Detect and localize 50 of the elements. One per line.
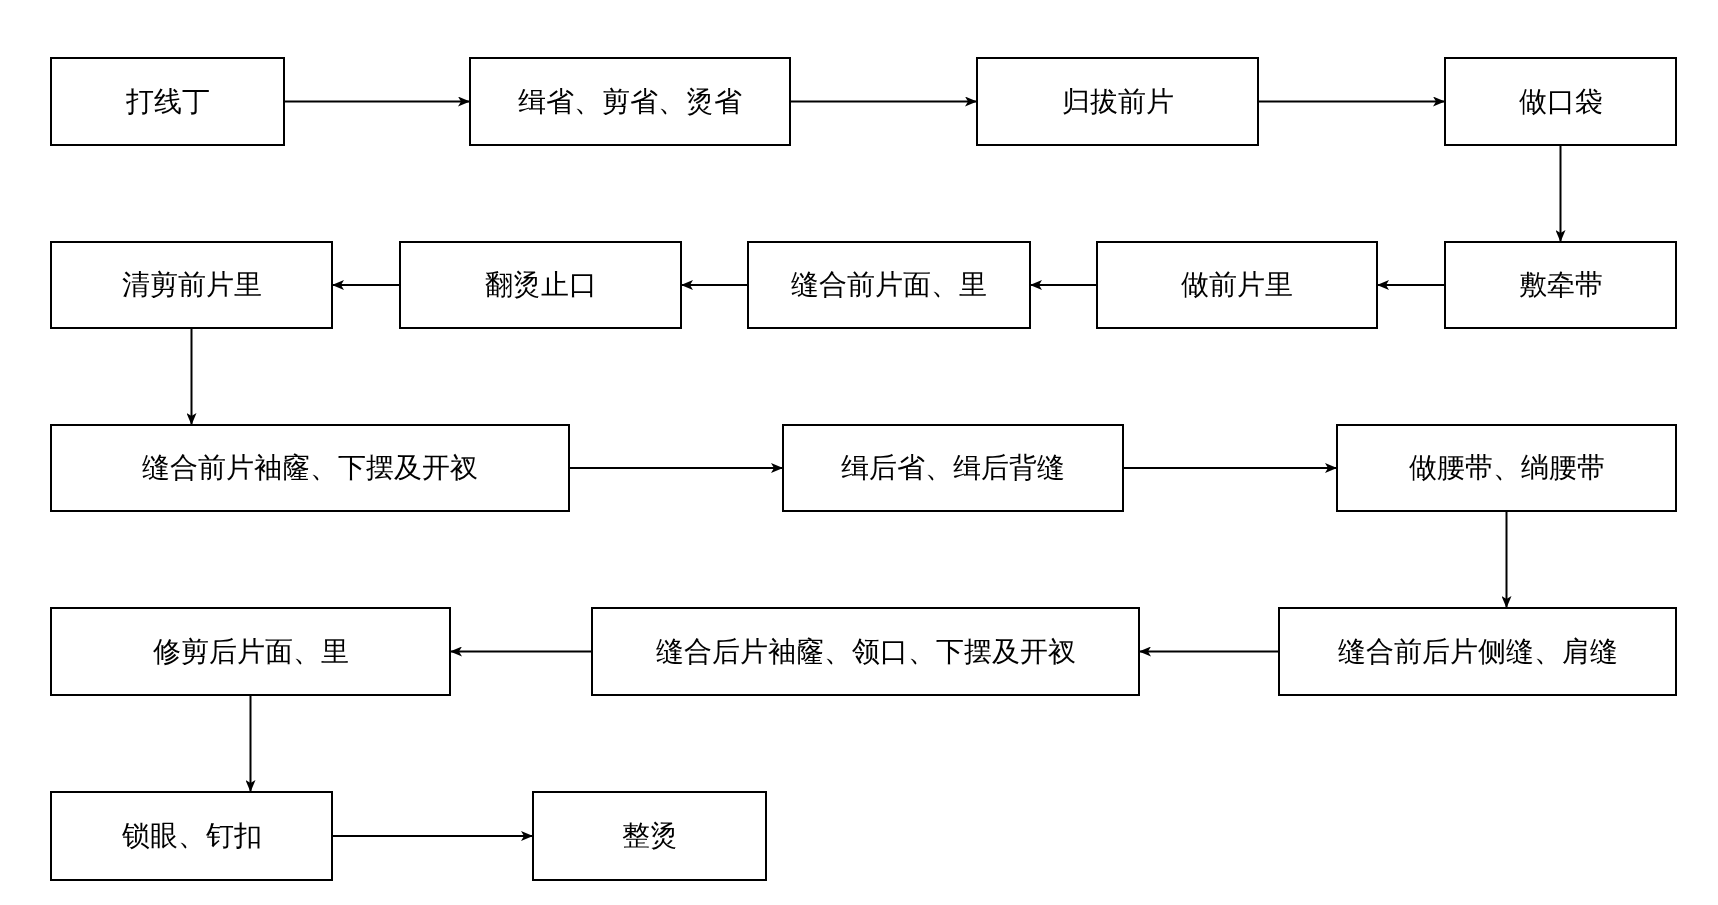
step-label: 缉后省、缉后背缝: [841, 450, 1065, 486]
process-box: [50, 57, 285, 146]
step-label: 清剪前片里: [121, 267, 262, 303]
step-label: 翻烫止口: [484, 267, 597, 303]
step-label: 缝合前片面、里: [791, 267, 987, 303]
process-box: [1444, 241, 1677, 329]
process-box: [50, 241, 333, 329]
process-box: [532, 791, 767, 881]
step-label: 整烫: [621, 818, 678, 854]
step-label: 归拔前片: [1061, 83, 1174, 120]
process-box: [1444, 57, 1677, 146]
arrow: [284, 96, 470, 107]
arrow: [1030, 280, 1097, 290]
process-box: [976, 57, 1259, 146]
process-box: [50, 424, 570, 512]
arrow: [790, 96, 977, 107]
process-box: [399, 241, 682, 329]
process-box: [1096, 241, 1378, 329]
process-box: [1336, 424, 1677, 512]
step-label: 做口袋: [1518, 83, 1603, 120]
step-label: 做前片里: [1181, 267, 1293, 303]
arrow: [332, 280, 400, 290]
arrow: [245, 695, 256, 792]
step-label: 缝合前片袖窿、下摆及开衩: [142, 450, 478, 486]
step-label: 修剪后片面、里: [152, 633, 349, 670]
arrow: [332, 831, 533, 841]
process-box: [50, 607, 451, 696]
arrow: [1555, 145, 1566, 242]
step-label: 打线丁: [125, 83, 210, 120]
arrow: [681, 280, 748, 290]
step-label: 做腰带、绱腰带: [1408, 450, 1605, 486]
process-box: [1278, 607, 1677, 696]
process-box: [591, 607, 1140, 696]
arrow: [1123, 463, 1337, 473]
process-box: [782, 424, 1124, 512]
arrow: [1501, 511, 1512, 608]
step-label: 缉省、剪省、烫省: [518, 83, 742, 120]
arrow: [569, 463, 783, 473]
arrow: [186, 328, 197, 425]
arrow: [1258, 96, 1445, 107]
arrow: [450, 646, 592, 657]
process-box: [469, 57, 791, 146]
arrow: [1377, 280, 1445, 290]
step-label: 缝合后片袖窿、领口、下摆及开衩: [655, 633, 1076, 670]
step-label: 敷牵带: [1518, 267, 1603, 303]
arrow: [1139, 646, 1279, 657]
process-box: [747, 241, 1031, 329]
step-label: 缝合前后片侧缝、肩缝: [1337, 633, 1618, 670]
process-box: [50, 791, 333, 881]
step-label: 锁眼、钉扣: [121, 818, 262, 854]
